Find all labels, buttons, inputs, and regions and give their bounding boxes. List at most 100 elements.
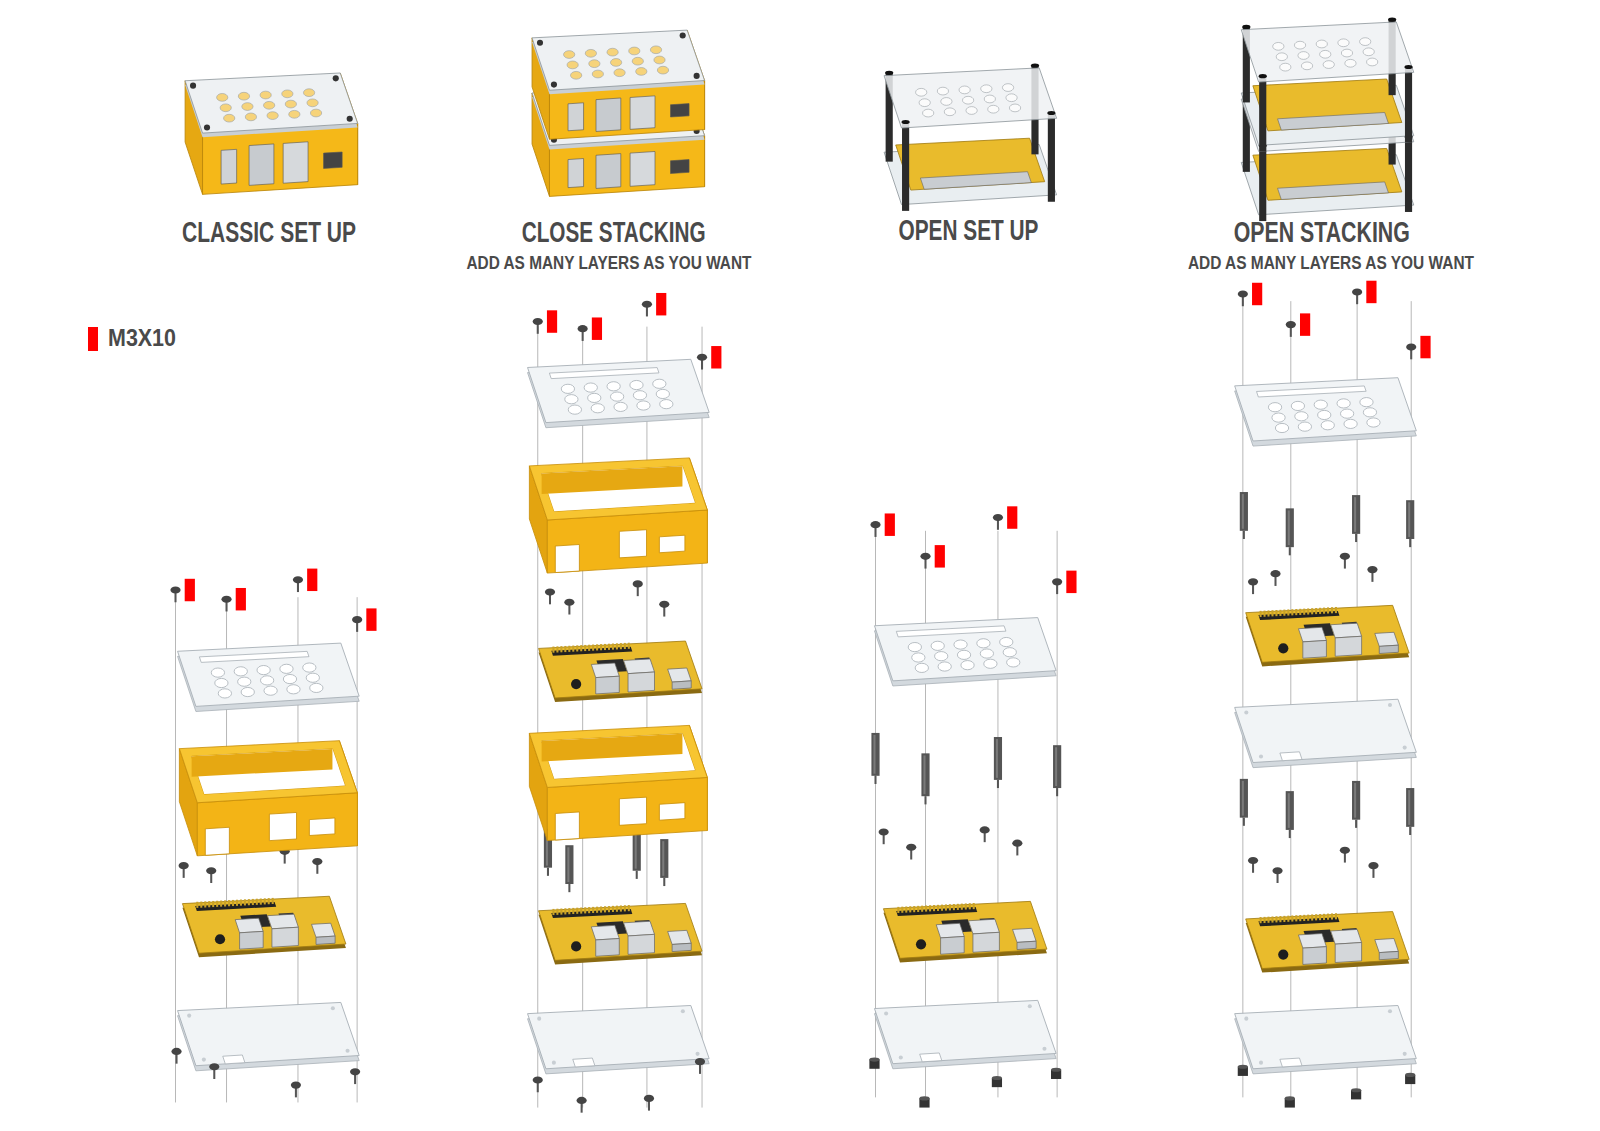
header-pin [560,646,562,652]
usb-port [1303,640,1327,658]
lid-hole [654,56,665,64]
plate-hole [961,661,974,670]
ethernet-port-top [968,919,999,934]
lid-hole [988,105,999,113]
standoff-highlight [1354,783,1356,818]
header-pin [1335,607,1337,613]
lid-hole [303,89,314,97]
lid-hole [242,103,253,111]
screw-head [206,867,216,874]
ethernet-port [1335,636,1361,656]
header-pin [260,899,262,905]
lid-hole [267,112,278,120]
foot-top [1285,1096,1295,1100]
plate-hole [637,401,650,410]
mount-hole [681,1009,685,1013]
screw-head [545,588,555,595]
frame-rim [529,458,707,520]
post-cap [1404,65,1412,69]
mount-hole [696,1052,700,1056]
plate-notch [1280,1058,1302,1067]
hdmi-port-top [1375,632,1399,646]
mount-hole [884,1012,888,1016]
usb-port-top [235,918,263,933]
lid-hole [592,70,603,78]
header-pin [965,903,967,909]
header-pin [620,905,622,911]
plate-hole [303,663,316,672]
hdmi-port-top [1013,928,1037,942]
heading-holder: OPEN SET UP [718,214,1218,247]
header-pin [1287,916,1289,922]
usb-port [596,939,620,957]
foot-top [1238,1065,1248,1069]
guide-line [537,327,538,1108]
pcb-board [182,896,345,953]
plate-hole [607,382,620,391]
standoff-highlight [635,834,637,869]
screw-head [1368,862,1378,869]
header-pin [1260,611,1262,617]
header-pin [628,905,630,911]
lid-hole [629,47,640,55]
plate-slot [549,368,659,379]
standoff [565,845,573,884]
case-lid [185,73,358,133]
header-pin [1295,609,1297,615]
header-pin [1291,609,1293,615]
plate-hole [653,379,666,388]
header-pin [576,908,578,914]
header-pin [1307,915,1309,921]
section-subtitle: ADD AS MANY LAYERS AS YOU WANT [466,252,751,274]
header-pin [913,906,915,912]
header-pin [608,906,610,912]
standoff-highlight [1242,781,1244,816]
screw-head [578,325,588,332]
post-cap [885,71,893,75]
lid-hole [1320,50,1331,58]
standoff-thread [1289,830,1291,838]
standoff [660,839,668,878]
usb-port [1303,947,1327,965]
header-pin [1327,607,1329,613]
hdmi-port [1017,941,1036,949]
header-pin [961,904,963,910]
guide-line [1057,531,1058,1098]
screw-head [209,1063,219,1070]
standoff-thread [1409,827,1411,835]
header-pin [224,900,226,906]
lid-hole [636,68,647,76]
header-pin [264,898,266,904]
lid-hole [260,91,271,99]
lid-hole [1363,48,1374,56]
lid-hole [944,108,955,116]
screw-head [1406,343,1416,350]
usb-port-top [591,925,619,940]
header-pin [1267,917,1269,923]
lid-hole [567,61,578,69]
header-pin [1315,608,1317,614]
screw-head [1352,288,1362,295]
m3x10-marker [1252,283,1262,305]
standoff-highlight [1354,497,1356,532]
standoff-thread [1355,534,1357,542]
header-pin [624,905,626,911]
case-port [568,103,584,131]
plate-hole [1360,398,1373,407]
standoff [1352,781,1360,820]
frame-cutout [619,797,646,825]
frame-opening [542,734,695,779]
standoff-thread [1355,820,1357,828]
header-pin [556,646,558,652]
header-pin [580,645,582,651]
frame-rim [179,741,357,803]
plate-hole [1367,418,1380,427]
plate-hole [1007,658,1020,667]
header-pin [969,903,971,909]
mount-hole [1042,1047,1046,1051]
lid-hole [1009,104,1020,112]
foot-top [1051,1068,1061,1072]
standoff [921,753,929,796]
heading-holder: ADD AS MANY LAYERS AS YOU WANT [1081,252,1581,274]
frame-rim [529,725,707,787]
